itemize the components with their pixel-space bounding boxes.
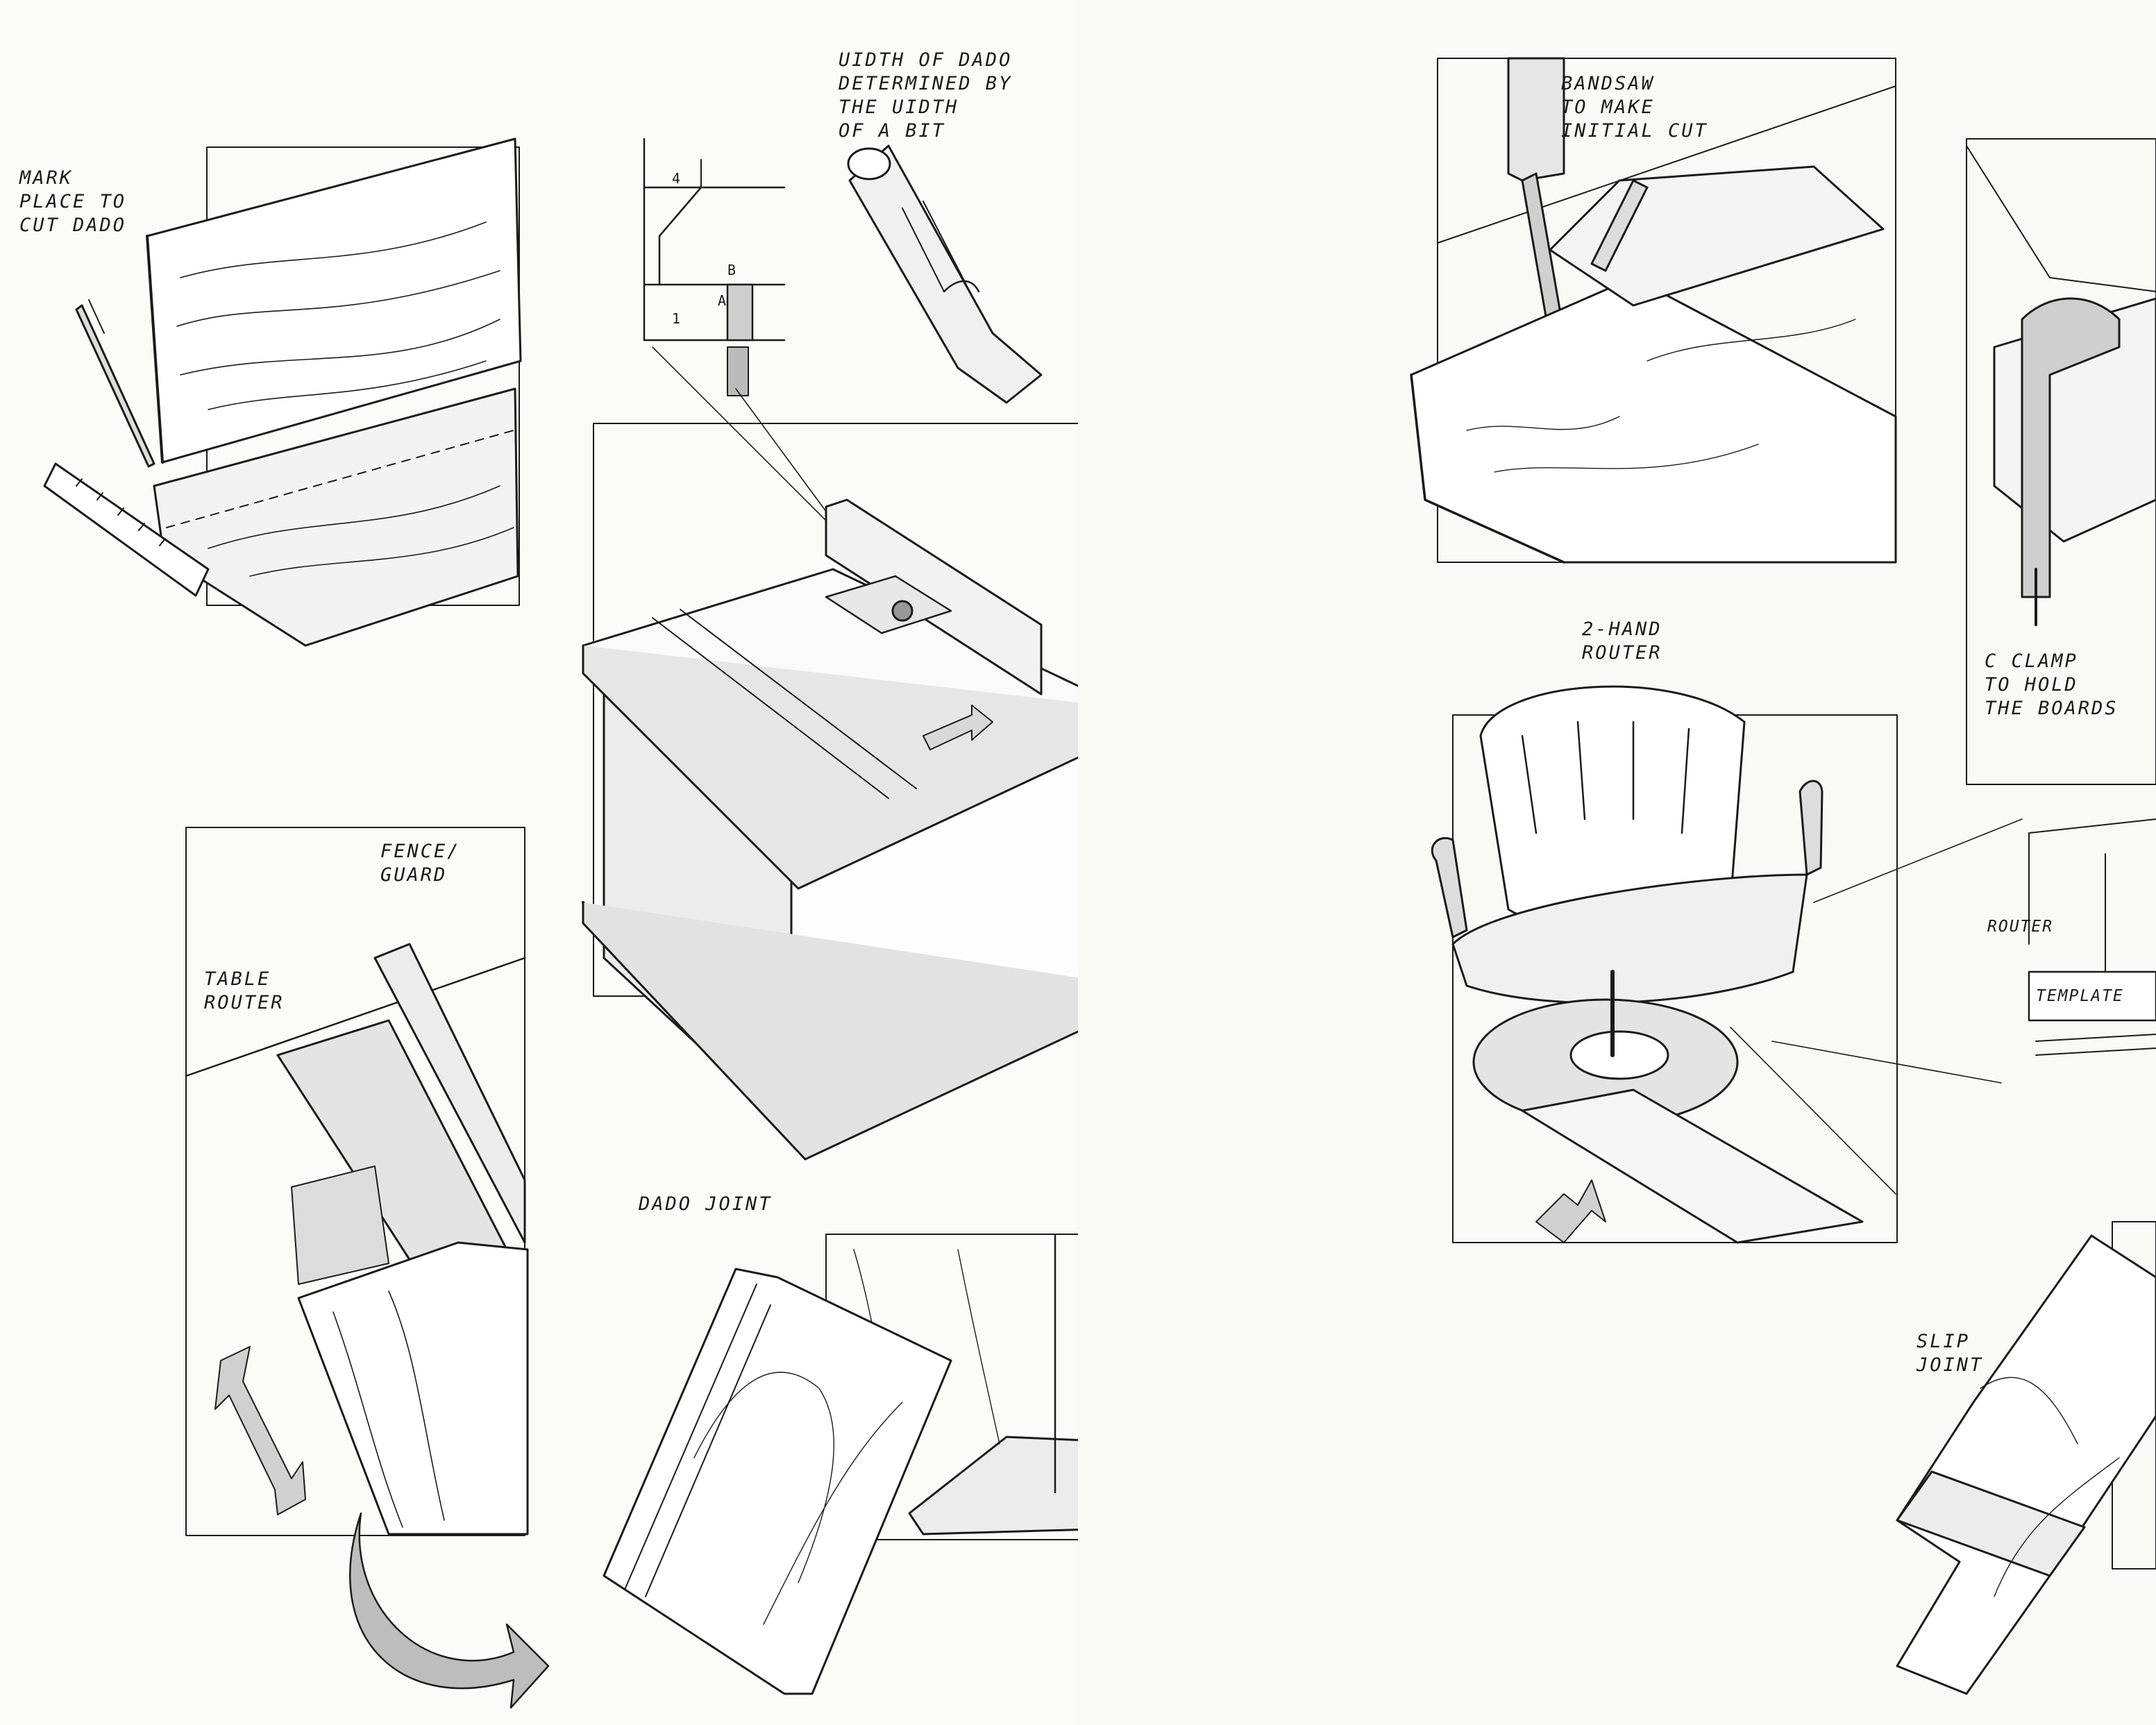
- double-arrow: [214, 1346, 306, 1515]
- panel-frame: [1966, 138, 2156, 785]
- router-bit: [848, 144, 1043, 404]
- c-clamp-label: C CLAMP TO HOLD THE BOARDS: [1985, 650, 2119, 719]
- move-arrow: [1535, 1179, 1606, 1243]
- table-router-label: TABLE ROUTER: [204, 968, 285, 1013]
- c-clamp: [2021, 297, 2121, 598]
- clamp-panel: [1966, 138, 2156, 785]
- fence-guard: [373, 943, 526, 1244]
- template-panel: [2028, 818, 2156, 1056]
- mark-dado-label: MARK PLACE TO CUT DADO: [19, 167, 127, 236]
- template-label: TEMPLATE: [2036, 987, 2124, 1005]
- router-label: ROUTER: [1987, 918, 2054, 936]
- blade-guide: [1507, 57, 1565, 182]
- left-sketch-page: MARK PLACE TO CUT DADO UIDTH OF DADO DET…: [19, 49, 1078, 1709]
- bandsaw-panel: [1410, 57, 1897, 564]
- slip-joint-board: [1896, 1234, 2156, 1695]
- dimension-4-label: 4: [672, 170, 682, 187]
- fence-guard-label: FENCE/ GUARD: [380, 841, 461, 886]
- ruler: [43, 462, 210, 597]
- insert-plate: [825, 575, 952, 634]
- slip-joint-label: SLIP JOINT: [1917, 1331, 1984, 1376]
- dado-board: [603, 1268, 952, 1695]
- bandsaw-label: BANDSAW TO MAKE INITIAL CUT: [1561, 73, 1708, 142]
- wood-block: [1410, 276, 1897, 564]
- dado-joint-label: DADO JOINT: [639, 1193, 773, 1215]
- right-page-drawing: [1410, 57, 2156, 1695]
- router-table-panel: [582, 423, 1078, 1161]
- dimension-a-label: A: [718, 292, 727, 309]
- fence: [825, 498, 1043, 696]
- slip-joint-panel: [1896, 1221, 2156, 1695]
- workpiece: [297, 1241, 529, 1535]
- template-board: [2028, 970, 2156, 1022]
- hand-router-label: 2-HAND ROUTER: [1582, 619, 1662, 664]
- left-handle: [1431, 836, 1468, 939]
- slide-arrow: [923, 705, 993, 750]
- pencil: [75, 304, 155, 468]
- right-sketch-page: BANDSAW TO MAKE INITIAL CUT C CLAMP TO H…: [1078, 0, 2156, 1725]
- dimension-1-label: 1: [672, 310, 682, 327]
- dado-width-label: UIDTH OF DADO DETERMINED BY THE UIDTH OF…: [839, 49, 1013, 142]
- mark-dado-panel: [43, 137, 522, 647]
- router-plate: [291, 1166, 389, 1285]
- bit-detail-panel: [643, 137, 1043, 625]
- left-page-drawing: [43, 137, 1078, 1709]
- table-router-panel: [185, 827, 550, 1709]
- dimension-b-label: B: [727, 262, 737, 278]
- right-handle: [1799, 780, 1824, 876]
- rotate-arrow: [349, 1512, 550, 1709]
- hand-router-panel: [1431, 685, 2023, 1244]
- dado-joint-panel: [603, 1234, 1078, 1695]
